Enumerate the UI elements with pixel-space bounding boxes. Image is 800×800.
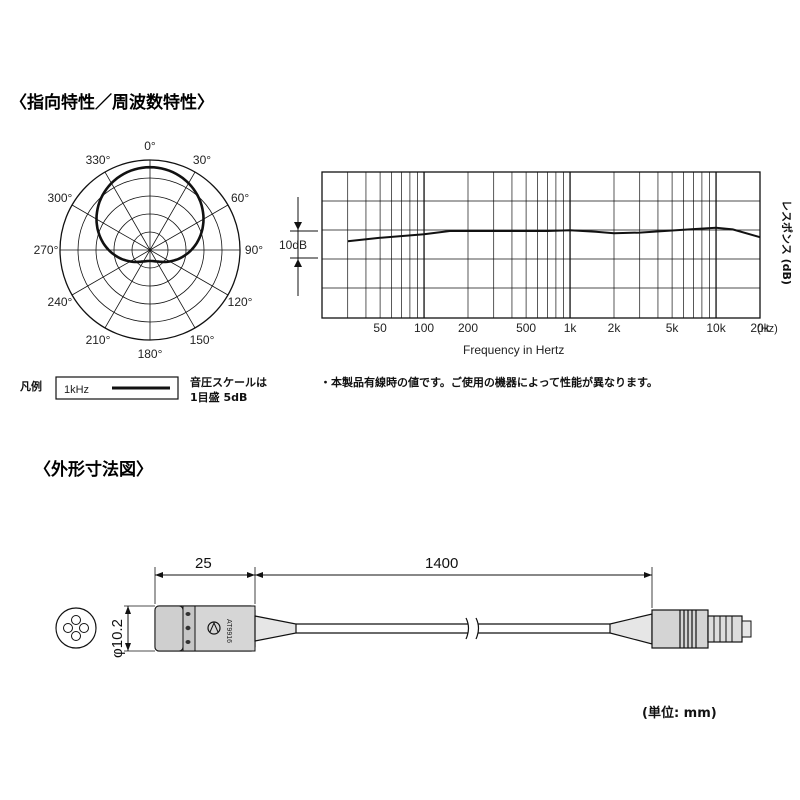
- frequency-tick-label: 2k: [608, 321, 622, 335]
- polar-curve: [95, 165, 205, 264]
- polar-angle-label: 330°: [86, 153, 111, 167]
- frequency-tick-label: 20k: [750, 321, 770, 335]
- frequency-response-curve: [347, 226, 761, 243]
- legend-box-text: 1kHz: [64, 384, 89, 396]
- polar-spoke: [104, 171, 196, 329]
- polar-angle-label: 210°: [86, 333, 111, 347]
- polar-angle-label: 180°: [138, 347, 163, 361]
- frequency-tick-label: 50: [373, 321, 387, 335]
- legend-label: 凡例: [20, 379, 42, 393]
- unit-note: (単位: mm): [642, 705, 717, 721]
- heading-dimensions: 〈外形寸法図〉: [34, 459, 153, 480]
- frequency-tick-label: 5k: [666, 321, 680, 335]
- polar-angle-label: 300°: [48, 191, 73, 205]
- cable-break-mark: [465, 617, 470, 640]
- body-print: AT9916: [225, 619, 232, 643]
- scale-marker-10db: 10dB: [279, 197, 318, 296]
- frequency-unit: (Hz): [757, 323, 778, 335]
- polar-angle-label: 0°: [144, 139, 156, 153]
- head-length-label: 25: [195, 555, 212, 572]
- connector-boot: [609, 613, 653, 645]
- polar-angle-label: 60°: [231, 191, 249, 205]
- frequency-tick-labels: 50 100 200 500 1k 2k 5k 10k 20k: [373, 321, 770, 335]
- frequency-note: ・本製品有線時の値です。ご使用の機器によって性能が異なります。: [320, 375, 658, 389]
- polar-angle-label: 30°: [193, 153, 211, 167]
- diameter-label: φ10.2: [109, 619, 126, 658]
- frequency-tick-label: 200: [458, 321, 478, 335]
- polar-angle-label: 270°: [34, 243, 59, 257]
- polar-pattern-diagram: 0° 30° 60° 90° 120° 150° 180° 210° 240° 270° 300° 3…: [34, 139, 264, 361]
- dimension-drawing: φ10.2 AT9916: [55, 555, 752, 658]
- legend-box: [55, 376, 179, 400]
- frequency-tick-label: 10k: [706, 321, 726, 335]
- frequency-tick-label: 1k: [564, 321, 578, 335]
- frequency-grid: [321, 171, 761, 319]
- frequency-ylabel: レスポンス (dB): [780, 200, 794, 285]
- scale-marker-label: 10dB: [279, 238, 307, 252]
- frequency-tick-label: 100: [414, 321, 434, 335]
- polar-angle-label: 240°: [48, 295, 73, 309]
- legend-scale-note-2: 1目盛 5dB: [190, 390, 247, 404]
- polar-angle-label: 90°: [245, 243, 263, 257]
- polar-grid: [59, 159, 241, 341]
- polar-angle-labels: 0° 30° 60° 90° 120° 150° 180° 210° 240° 270° 300° 3…: [34, 139, 264, 361]
- frequency-response-chart: 50 100 200 500 1k 2k 5k 10k 20k: [321, 171, 771, 335]
- cable-length-label: 1400: [425, 555, 458, 572]
- polar-angle-label: 120°: [228, 295, 253, 309]
- frequency-tick-label: 500: [516, 321, 536, 335]
- front-view-icon: [55, 607, 97, 649]
- frequency-xlabel: Frequency in Hertz: [463, 343, 564, 357]
- legend-scale-note-1: 音圧スケールは: [190, 375, 267, 389]
- polar-angle-label: 150°: [190, 333, 215, 347]
- heading-polar-frequency: 〈指向特性／周波数特性〉: [10, 92, 214, 113]
- strain-relief: [254, 615, 297, 642]
